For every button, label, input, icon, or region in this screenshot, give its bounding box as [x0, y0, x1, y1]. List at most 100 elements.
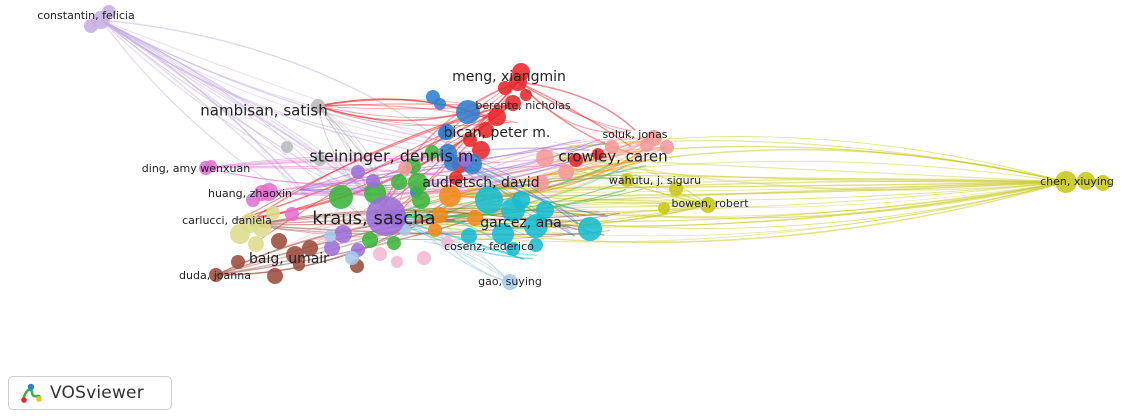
network-node[interactable] — [456, 100, 480, 124]
network-node[interactable] — [391, 256, 403, 268]
network-node[interactable] — [449, 171, 463, 185]
network-node[interactable] — [1095, 175, 1111, 191]
network-node[interactable] — [605, 140, 619, 154]
network-node[interactable] — [345, 251, 359, 265]
network-node[interactable] — [669, 182, 683, 196]
node-garcez-ana[interactable] — [524, 214, 548, 238]
network-node[interactable] — [492, 223, 514, 245]
network-node[interactable] — [231, 255, 245, 269]
label-bican-peter[interactable]: bican, peter m. — [444, 125, 551, 141]
network-node[interactable] — [439, 185, 461, 207]
network-node[interactable] — [432, 207, 448, 223]
node-meng-xiangmin[interactable] — [509, 73, 527, 91]
vosviewer-badge[interactable]: VOSviewer — [8, 376, 172, 410]
node-nambisan-satish[interactable] — [311, 99, 325, 113]
label-berente-nicholas[interactable]: berente, nicholas — [475, 99, 570, 112]
node-huang-zhaoxin[interactable] — [254, 185, 270, 201]
node-berente-nicholas[interactable] — [505, 95, 521, 111]
network-node[interactable] — [536, 149, 554, 167]
label-duda-joanna[interactable]: duda, joanna — [179, 269, 251, 282]
network-node[interactable] — [434, 98, 446, 110]
node-bican-peter[interactable] — [439, 124, 455, 140]
node-ding-amy-wenxuan[interactable] — [199, 161, 213, 175]
network-node[interactable] — [285, 207, 299, 221]
label-ding-amy-wenxuan[interactable]: ding, amy wenxuan — [142, 162, 250, 175]
network-node[interactable] — [592, 148, 604, 160]
network-node[interactable] — [428, 223, 442, 237]
label-nambisan-satish[interactable]: nambisan, satish — [200, 102, 327, 120]
network-node[interactable] — [324, 240, 340, 256]
network-node[interactable] — [472, 141, 490, 159]
label-kraus-sascha[interactable]: kraus, sascha — [312, 208, 435, 229]
network-node[interactable] — [391, 174, 407, 190]
node-audretsch-david[interactable] — [408, 173, 428, 193]
label-wahutu-j-siguru[interactable]: wahutu, j. siguru — [609, 174, 701, 187]
network-node[interactable] — [558, 164, 574, 180]
network-node[interactable] — [334, 225, 352, 243]
label-chen-xiuying[interactable]: chen, xiuying — [1040, 175, 1114, 188]
network-node[interactable] — [536, 201, 554, 219]
label-crowley-caren[interactable]: crowley, caren — [558, 148, 667, 166]
network-node[interactable] — [281, 141, 293, 153]
label-garcez-ana[interactable]: garcez, ana — [480, 215, 562, 231]
network-node[interactable] — [266, 206, 280, 220]
node-soluk-jonas[interactable] — [646, 130, 662, 146]
network-node[interactable] — [417, 251, 431, 265]
label-carlucci-daniela[interactable]: carlucci, daniela — [182, 214, 272, 227]
network-node[interactable] — [248, 236, 264, 252]
label-huang-zhaoxin[interactable]: huang, zhaoxin — [208, 187, 292, 200]
network-node[interactable] — [498, 81, 512, 95]
network-node[interactable] — [461, 228, 477, 244]
label-constantin-felicia[interactable]: constantin, felicia — [37, 9, 134, 22]
network-node[interactable] — [267, 268, 283, 284]
label-baig-umair[interactable]: baig, umair — [249, 251, 329, 267]
network-node[interactable] — [302, 240, 318, 256]
network-node[interactable] — [412, 191, 430, 209]
network-node[interactable] — [506, 242, 520, 256]
network-node[interactable] — [329, 185, 353, 209]
network-node[interactable] — [520, 89, 532, 101]
network-node[interactable] — [578, 217, 602, 241]
network-node[interactable] — [488, 108, 506, 126]
network-node[interactable] — [533, 175, 549, 191]
network-node[interactable] — [425, 145, 439, 159]
network-node[interactable] — [463, 133, 477, 147]
network-node[interactable] — [324, 230, 336, 242]
node-crowley-caren[interactable] — [660, 140, 674, 154]
network-node[interactable] — [314, 154, 326, 166]
label-cosenz-federico[interactable]: cosenz, federico — [444, 240, 534, 253]
node-cosenz-federico[interactable] — [529, 238, 543, 252]
network-node[interactable] — [441, 236, 453, 248]
label-bowen-robert[interactable]: bowen, robert — [671, 197, 749, 210]
label-soluk-jonas[interactable]: soluk, jonas — [602, 128, 667, 141]
network-node[interactable] — [398, 161, 412, 175]
network-node[interactable] — [467, 210, 483, 226]
node-chen-xiuying[interactable] — [1055, 171, 1077, 193]
node-kraus-sascha[interactable] — [366, 196, 406, 236]
node-steininger-dennis[interactable] — [439, 144, 457, 162]
node-constantin-felicia[interactable] — [92, 11, 110, 29]
network-node[interactable] — [387, 236, 401, 250]
network-node[interactable] — [373, 247, 387, 261]
network-node[interactable] — [362, 232, 378, 248]
label-steininger-dennis[interactable]: steininger, dennis m. — [309, 147, 478, 166]
network-node[interactable] — [658, 202, 670, 214]
node-bowen-robert[interactable] — [700, 197, 716, 213]
node-carlucci-daniela[interactable] — [240, 213, 260, 233]
network-node[interactable] — [458, 153, 472, 167]
node-gao-suying[interactable] — [502, 274, 518, 290]
label-audretsch-david[interactable]: audretsch, david — [422, 175, 539, 191]
node-wahutu-j-siguru[interactable] — [620, 173, 634, 187]
network-node[interactable] — [351, 165, 365, 179]
network-node[interactable] — [475, 186, 503, 214]
network-node[interactable] — [271, 233, 287, 249]
network-node[interactable] — [1077, 172, 1095, 190]
label-meng-xiangmin[interactable]: meng, xiangmin — [452, 69, 566, 85]
network-node[interactable] — [366, 174, 380, 188]
network-node[interactable] — [512, 191, 530, 209]
network-node[interactable] — [569, 153, 583, 167]
label-gao-suying[interactable]: gao, suying — [478, 275, 542, 288]
network-node[interactable] — [478, 122, 494, 138]
node-baig-umair[interactable] — [286, 246, 304, 264]
